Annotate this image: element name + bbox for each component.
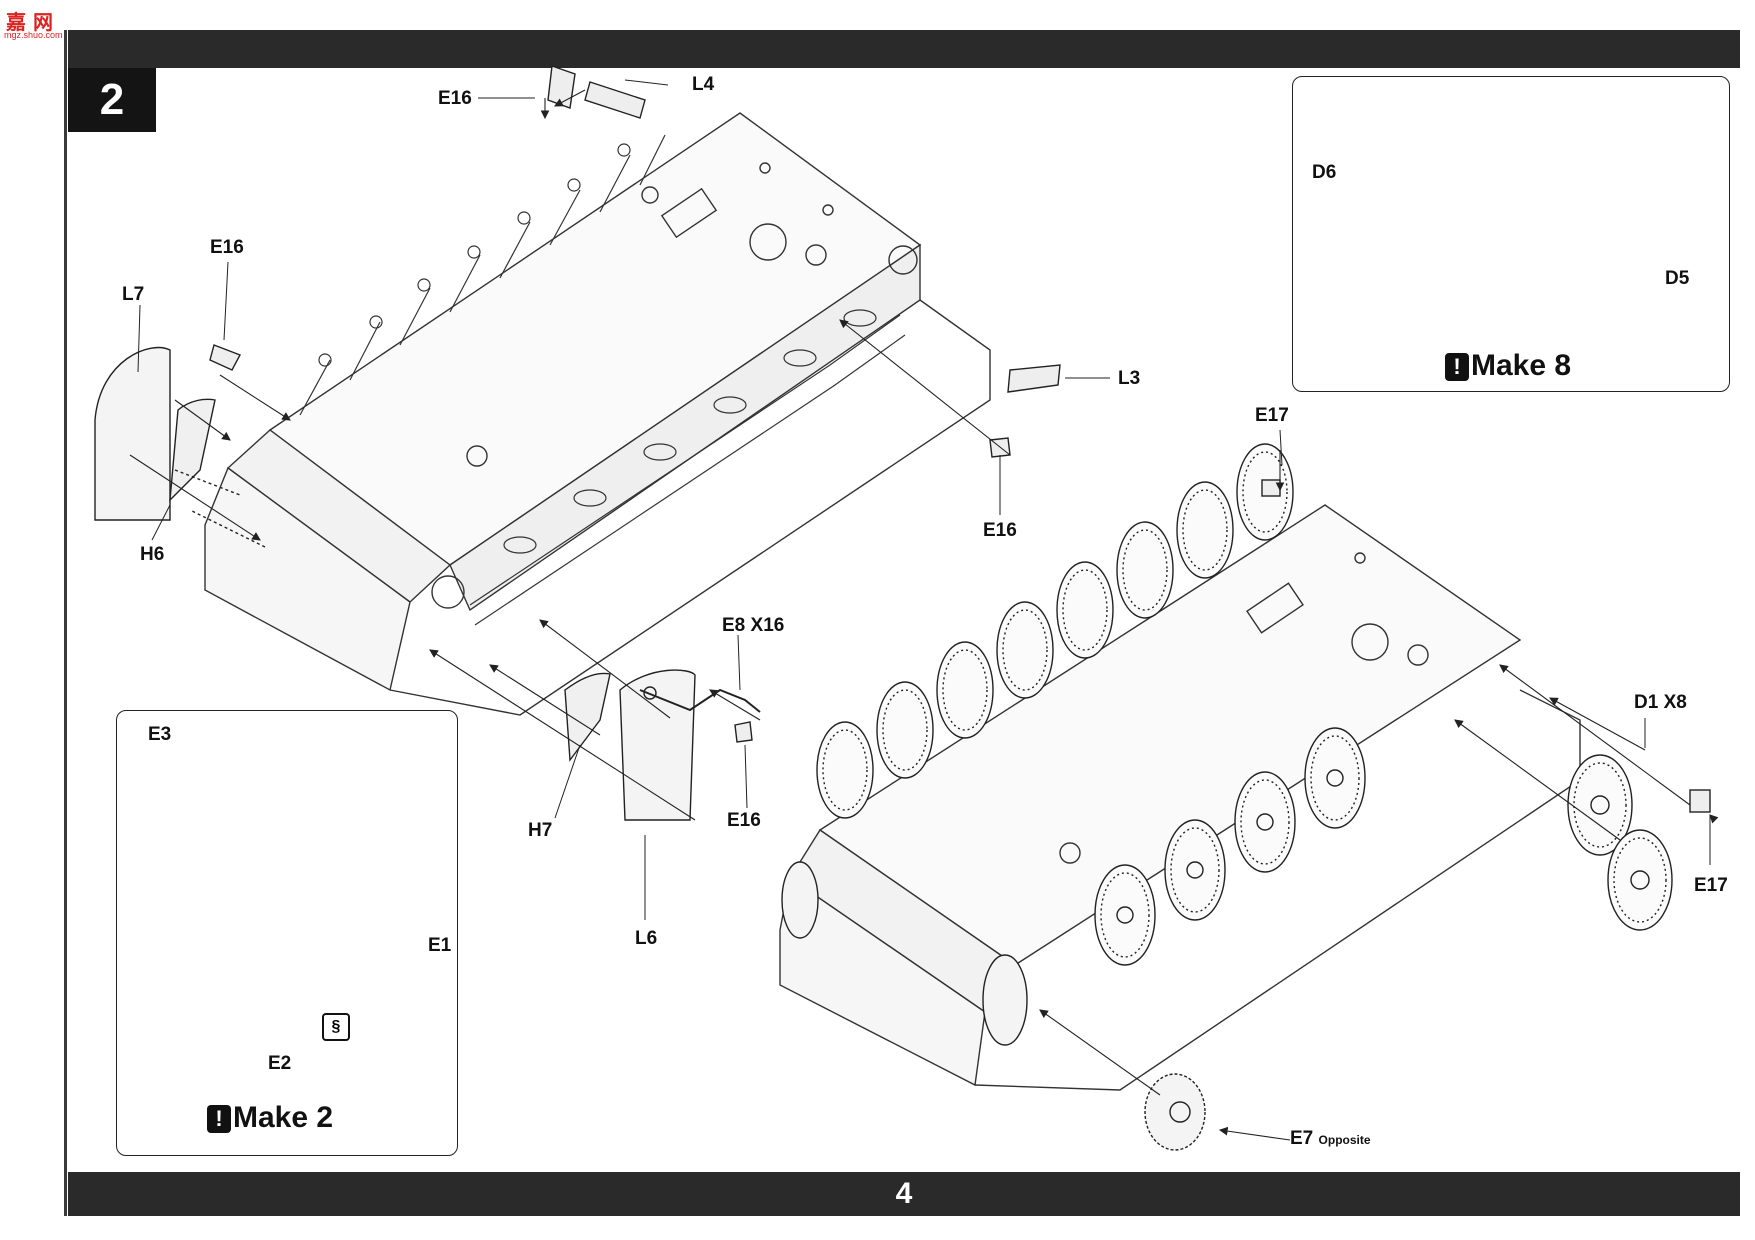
exclamation-icon: ! bbox=[1445, 353, 1469, 382]
label-e7: E7 Opposite bbox=[1290, 1128, 1371, 1150]
page-border bbox=[64, 30, 67, 1216]
make8-panel: !Make 8 bbox=[1292, 76, 1730, 392]
label-e16-bottom: E16 bbox=[727, 810, 761, 831]
step-number: 2 bbox=[68, 68, 156, 132]
label-e7-part: E7 bbox=[1290, 1128, 1314, 1149]
label-l4: L4 bbox=[692, 74, 715, 95]
road-wheels bbox=[781, 443, 1711, 1151]
watermark-logo: 嘉 网 mgz.shuo.com bbox=[2, 6, 70, 44]
header-bar bbox=[68, 30, 1740, 68]
make2-label: Make 2 bbox=[233, 1101, 334, 1134]
label-e7-note: Opposite bbox=[1318, 1133, 1371, 1147]
watermark-brand: 嘉 网 bbox=[6, 10, 53, 34]
parts-left-side bbox=[94, 65, 1061, 821]
label-e16-left: E16 bbox=[210, 237, 244, 258]
label-e16-right: E16 bbox=[983, 520, 1017, 541]
make2-title: !Make 2 bbox=[207, 1101, 333, 1135]
label-l3: L3 bbox=[1118, 368, 1141, 389]
watermark-url: mgz.shuo.com bbox=[4, 30, 63, 40]
label-h6: H6 bbox=[140, 544, 165, 565]
label-e16-top: E16 bbox=[438, 88, 472, 109]
cement-icon: § bbox=[322, 1013, 350, 1041]
make2-panel: !Make 2 bbox=[116, 710, 458, 1156]
exclamation-icon: ! bbox=[207, 1105, 231, 1134]
make8-label: Make 8 bbox=[1471, 349, 1572, 382]
label-h7: H7 bbox=[528, 820, 553, 841]
label-d1: D1 X8 bbox=[1634, 692, 1687, 713]
label-l7: L7 bbox=[122, 284, 145, 305]
label-e3: E3 bbox=[148, 724, 172, 745]
label-e1: E1 bbox=[428, 935, 452, 956]
label-e8: E8 X16 bbox=[722, 615, 785, 636]
label-e17-top: E17 bbox=[1255, 405, 1289, 426]
page-number: 4 bbox=[895, 1177, 913, 1210]
label-l6: L6 bbox=[635, 928, 658, 949]
footer-bar: 4 bbox=[68, 1172, 1740, 1216]
hull-left bbox=[204, 112, 991, 716]
label-e2: E2 bbox=[268, 1053, 292, 1074]
label-d6: D6 bbox=[1312, 162, 1337, 183]
label-e17-right: E17 bbox=[1694, 875, 1728, 896]
make8-title: !Make 8 bbox=[1445, 349, 1571, 383]
label-d5: D5 bbox=[1665, 268, 1690, 289]
hull-right bbox=[779, 504, 1581, 1091]
